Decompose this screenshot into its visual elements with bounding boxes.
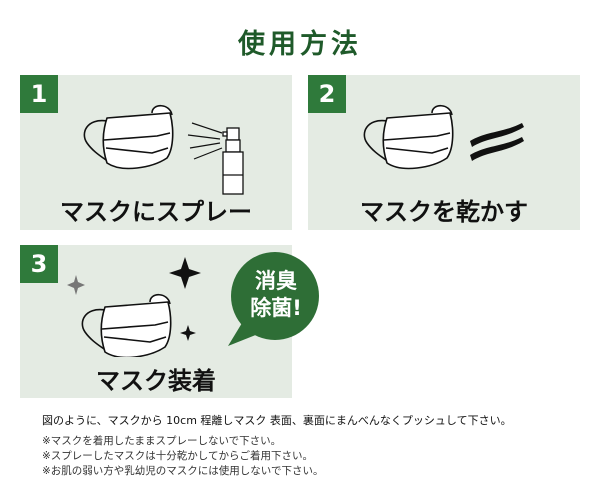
note-3: ※お肌の弱い方や乳幼児のマスクには使用しないで下さい。 (42, 465, 324, 477)
sparkle-icon (169, 257, 201, 289)
note-2: ※スプレーしたマスクは十分乾かしてからご着用下さい。 (42, 450, 313, 462)
step-3-badge: 3 (20, 245, 58, 283)
step-1-caption: マスクにスプレー (60, 198, 252, 226)
spray-lines-icon (187, 122, 223, 160)
mask-icon (81, 293, 172, 357)
bubble-line-2: 除菌! (250, 296, 302, 320)
wind-icon (470, 123, 524, 161)
step-1-badge: 1 (20, 75, 58, 113)
step-3-caption: マスク装着 (96, 367, 216, 395)
bubble-text: 消臭 除菌! (235, 268, 317, 322)
note-1: ※マスクを着用したままスプレーしないで下さい。 (42, 435, 282, 447)
sparkle-icon (67, 275, 85, 295)
mask-spray-illustration (83, 104, 244, 195)
step-1-panel: 1 マスクにスプレー (20, 75, 292, 230)
sparkle-icon (180, 325, 196, 341)
bubble-line-1: 消臭 (255, 269, 297, 293)
step-2-badge: 2 (308, 75, 346, 113)
mask-wear-illustration (67, 257, 201, 357)
step-2-panel: 2 マスクを乾かす (308, 75, 580, 230)
spray-bottle-icon (222, 127, 244, 195)
mask-icon (363, 104, 454, 170)
step-2-caption: マスクを乾かす (360, 198, 528, 226)
instruction-text: 図のように、マスクから 10cm 程離しマスク 表面、裏面にまんべんなくプッシュ… (42, 414, 512, 427)
mask-icon (83, 104, 174, 170)
mask-dry-illustration (363, 104, 524, 170)
speech-bubble (228, 252, 319, 346)
page-title: 使用方法 (238, 29, 362, 60)
